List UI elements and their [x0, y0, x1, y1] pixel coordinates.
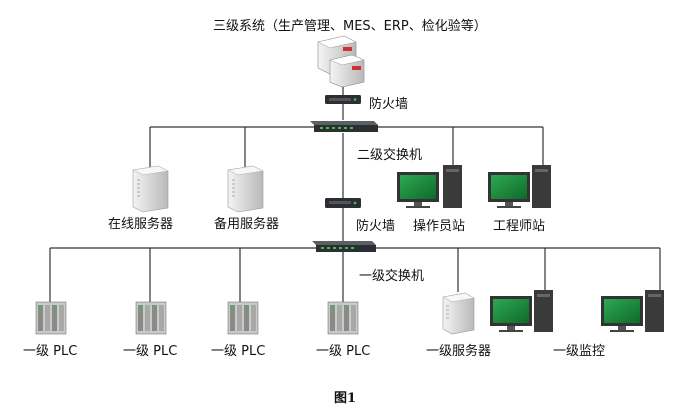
plc-4-icon: [327, 301, 359, 335]
level1-server-icon: [442, 292, 475, 335]
engineer-station-label: 工程师站: [493, 219, 546, 234]
switch-level2-icon: [310, 121, 378, 132]
plc-1-label: 一级 PLC: [23, 344, 78, 359]
plc-3-label: 一级 PLC: [211, 344, 266, 359]
level1-monitor-station-b-icon: [601, 290, 664, 332]
plc-4-label: 一级 PLC: [316, 344, 371, 359]
plc-3-icon: [227, 301, 259, 335]
top-server-cluster-icon: [317, 35, 365, 88]
firewall-top-icon: [325, 95, 361, 104]
operator-station-icon: [397, 165, 462, 208]
level1-monitor-label: 一级监控: [553, 344, 606, 359]
engineer-station-icon: [488, 165, 551, 208]
level1-monitor-station-a-icon: [490, 290, 553, 332]
firewall-top-label: 防火墙: [369, 97, 409, 112]
switch-level2-label: 二级交换机: [357, 148, 423, 163]
firewall-mid-label: 防火墙: [356, 219, 396, 234]
backup-server-label: 备用服务器: [214, 217, 280, 232]
online-server-label: 在线服务器: [108, 217, 174, 232]
operator-station-label: 操作员站: [413, 219, 466, 234]
plc-1-icon: [35, 301, 67, 335]
backup-server-icon: [227, 165, 264, 213]
figure-caption: 图1: [334, 391, 357, 406]
level1-server-label: 一级服务器: [426, 344, 492, 359]
plc-2-icon: [135, 301, 167, 335]
plc-2-label: 一级 PLC: [123, 344, 178, 359]
online-server-icon: [132, 165, 169, 213]
firewall-mid-icon: [325, 198, 361, 208]
switch-level1-icon: [312, 241, 376, 252]
diagram-title: 三级系统（生产管理、MES、ERP、检化验等）: [213, 19, 487, 34]
switch-level1-label: 一级交换机: [359, 269, 425, 284]
